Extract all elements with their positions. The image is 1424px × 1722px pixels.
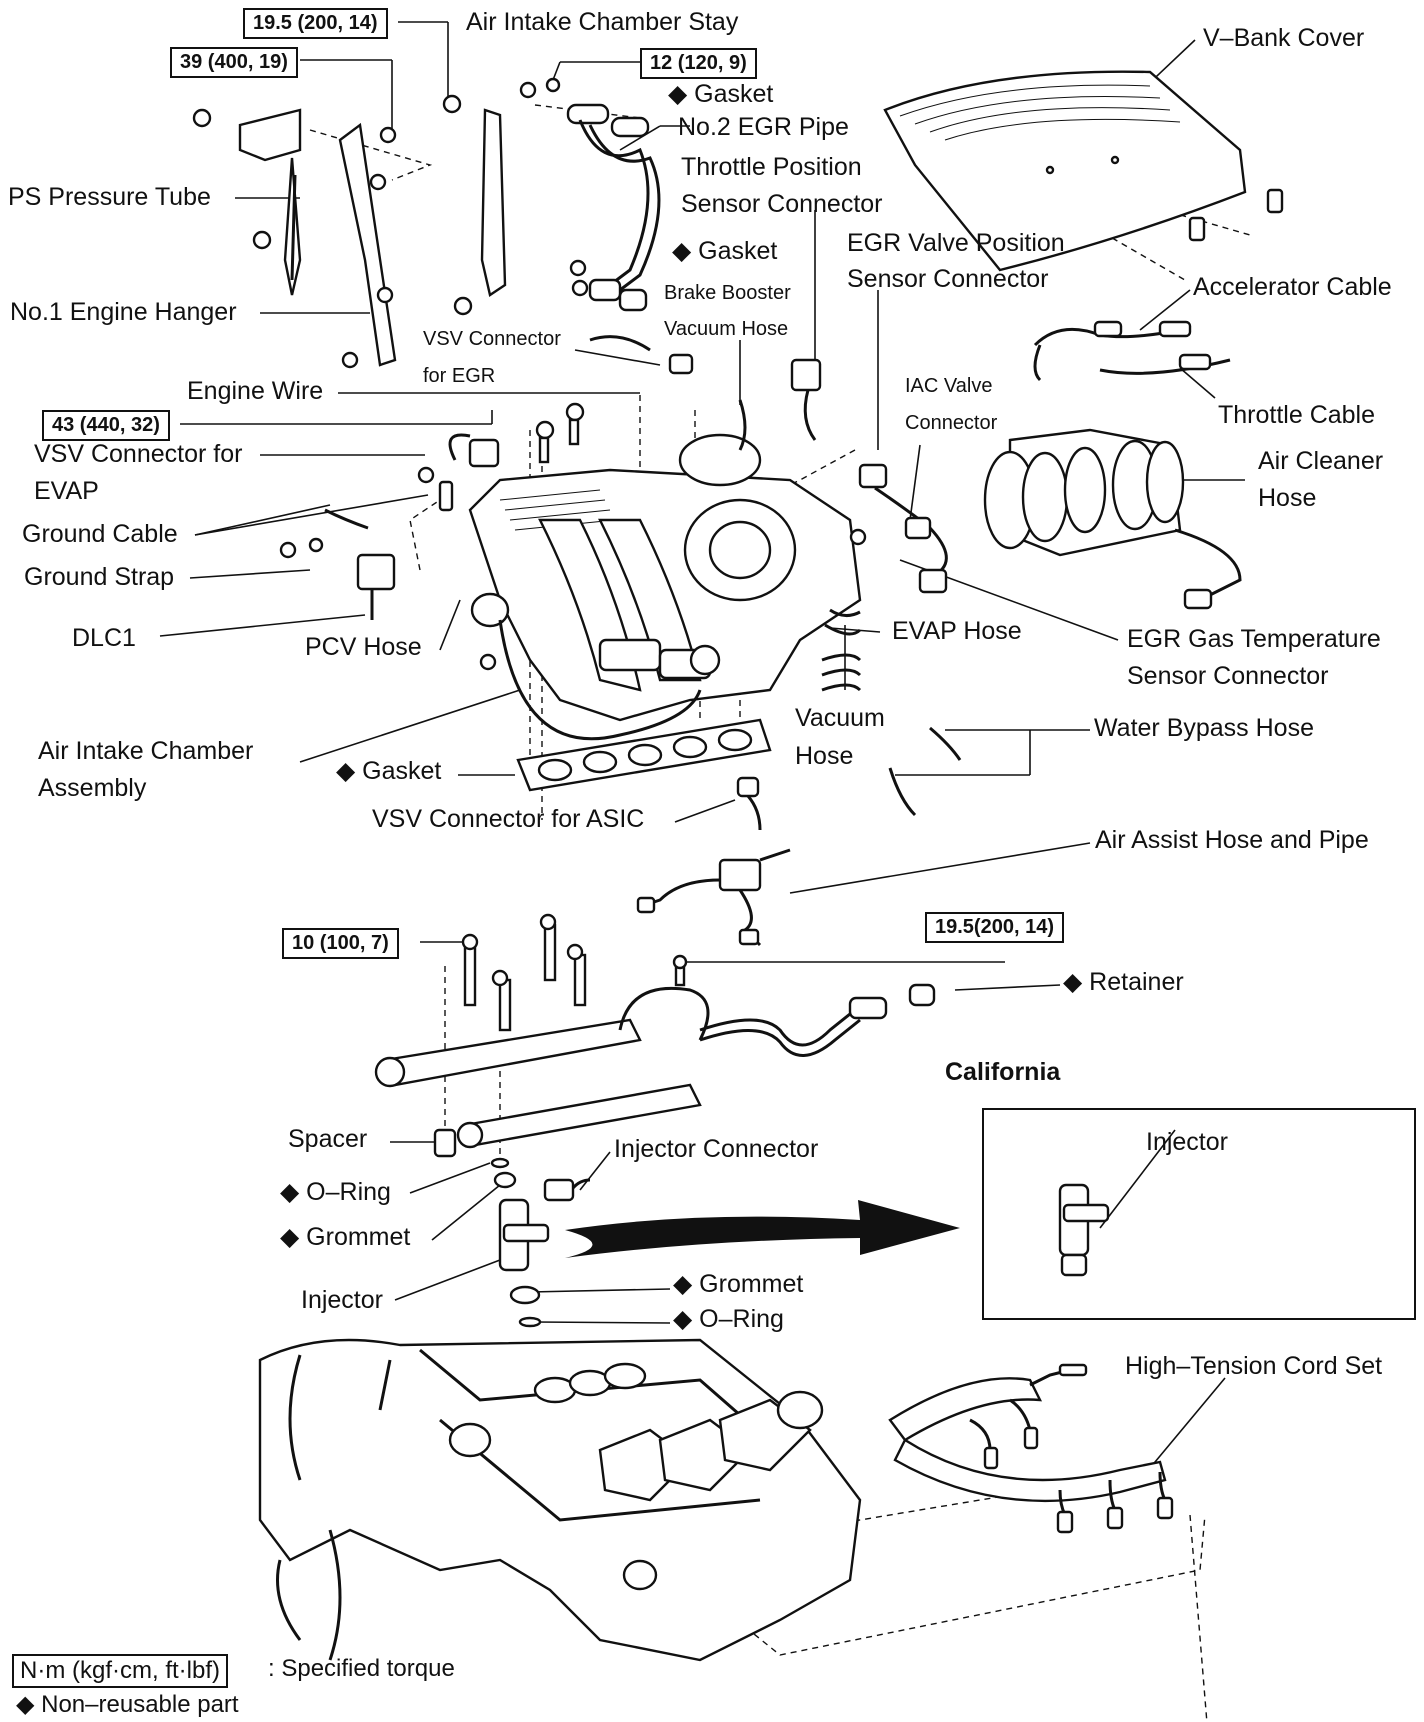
label-dlc1: DLC1 <box>72 624 136 652</box>
label-gasket-lower: ◆ Gasket <box>336 757 442 785</box>
label-high-tension-cord-set: High–Tension Cord Set <box>1125 1352 1383 1380</box>
air-assist-hose <box>636 848 791 947</box>
torque-value-retainer: 19.5(200, 14) <box>925 912 1064 943</box>
label-iac-valve-connector-2: Connector <box>905 412 998 434</box>
label-ground-strap: Ground Strap <box>24 563 175 591</box>
label-o-ring-upper: ◆ O–Ring <box>280 1178 391 1206</box>
label-air-cleaner-hose-1: Air Cleaner <box>1258 447 1384 475</box>
label-throttle-position-1: Throttle Position <box>681 153 862 181</box>
label-california: California <box>945 1058 1061 1086</box>
label-brake-booster-1: Brake Booster <box>664 282 791 304</box>
label-pcv-hose: PCV Hose <box>305 633 422 661</box>
label-no1-engine-hanger: No.1 Engine Hanger <box>10 298 237 326</box>
label-egr-gas-temp-2: Sensor Connector <box>1127 662 1329 690</box>
california-injector <box>1058 1183 1110 1277</box>
label-gasket-top: ◆ Gasket <box>668 80 774 108</box>
label-vsv-connector-egr-1: VSV Connector <box>423 328 561 350</box>
label-air-intake-chamber-assembly-2: Assembly <box>38 774 147 802</box>
v-bank-cover <box>883 70 1284 272</box>
legend-torque-text: : Specified torque <box>268 1655 455 1682</box>
label-vsv-connector-evap-1: VSV Connector for <box>34 440 243 468</box>
torque-value-fuel-rail: 10 (100, 7) <box>282 928 399 959</box>
legend-nonreusable: ◆ Non–reusable part <box>16 1691 239 1718</box>
label-iac-valve-connector-1: IAC Valve <box>905 375 993 397</box>
california-inset-box: Injector <box>982 1108 1416 1320</box>
egr-pipe <box>519 77 661 312</box>
label-v-bank-cover: V–Bank Cover <box>1203 24 1365 52</box>
label-grommet-upper: ◆ Grommet <box>280 1223 411 1251</box>
label-retainer: ◆ Retainer <box>1063 968 1184 996</box>
label-vacuum-hose-2: Hose <box>795 742 854 770</box>
upper-connectors <box>790 320 1231 594</box>
legend-torque-units-box: N·m (kgf·cm, ft·lbf) <box>12 1654 228 1688</box>
label-water-bypass-hose: Water Bypass Hose <box>1094 714 1314 742</box>
label-egr-gas-temp-1: EGR Gas Temperature <box>1127 625 1381 653</box>
label-injector-connector: Injector Connector <box>614 1135 819 1163</box>
torque-value-intake-chamber: 43 (440, 32) <box>42 410 170 441</box>
label-vsv-connector-evap-2: EVAP <box>34 477 99 505</box>
label-vsv-connector-egr-2: for EGR <box>423 365 496 387</box>
label-throttle-cable: Throttle Cable <box>1218 401 1376 429</box>
label-throttle-position-2: Sensor Connector <box>681 190 883 218</box>
label-accelerator-cable: Accelerator Cable <box>1193 273 1392 301</box>
label-air-intake-chamber-stay: Air Intake Chamber Stay <box>466 8 739 36</box>
label-egr-valve-position-1: EGR Valve Position <box>847 229 1065 257</box>
label-vacuum-hose-1: Vacuum <box>795 704 885 732</box>
label-spacer: Spacer <box>288 1125 368 1153</box>
torque-value-hanger: 39 (400, 19) <box>170 47 298 78</box>
intake-gasket <box>516 718 772 831</box>
torque-value-stay: 19.5 (200, 14) <box>243 8 388 39</box>
label-air-cleaner-hose-2: Hose <box>1258 484 1317 512</box>
engine-hanger-and-stay <box>192 94 507 369</box>
label-vsv-connector-asic: VSV Connector for ASIC <box>372 805 645 833</box>
leader-lines <box>159 21 1245 1469</box>
label-gasket-mid: ◆ Gasket <box>672 237 778 265</box>
label-no2-egr-pipe: No.2 EGR Pipe <box>678 113 849 141</box>
label-engine-wire: Engine Wire <box>187 377 324 405</box>
label-egr-valve-position-2: Sensor Connector <box>847 265 1049 293</box>
label-grommet-lower: ◆ Grommet <box>673 1270 804 1298</box>
air-cleaner-hose <box>983 428 1242 610</box>
fuel-rail <box>374 913 936 1328</box>
high-tension-cord-set <box>888 1363 1174 1534</box>
torque-value-egr-pipe: 12 (120, 9) <box>640 48 757 79</box>
label-o-ring-lower: ◆ O–Ring <box>673 1305 784 1333</box>
label-brake-booster-2: Vacuum Hose <box>664 318 789 340</box>
air-intake-chamber <box>279 335 962 817</box>
label-ps-pressure-tube: PS Pressure Tube <box>8 183 211 211</box>
engine-block <box>258 1338 862 1662</box>
label-air-assist-hose-pipe: Air Assist Hose and Pipe <box>1095 826 1369 854</box>
label-injector-california: Injector <box>1146 1128 1228 1156</box>
label-evap-hose: EVAP Hose <box>892 617 1022 645</box>
label-air-intake-chamber-assembly-1: Air Intake Chamber <box>38 737 254 765</box>
label-injector: Injector <box>301 1286 383 1314</box>
label-ground-cable: Ground Cable <box>22 520 178 548</box>
california-arrow <box>565 1200 960 1258</box>
